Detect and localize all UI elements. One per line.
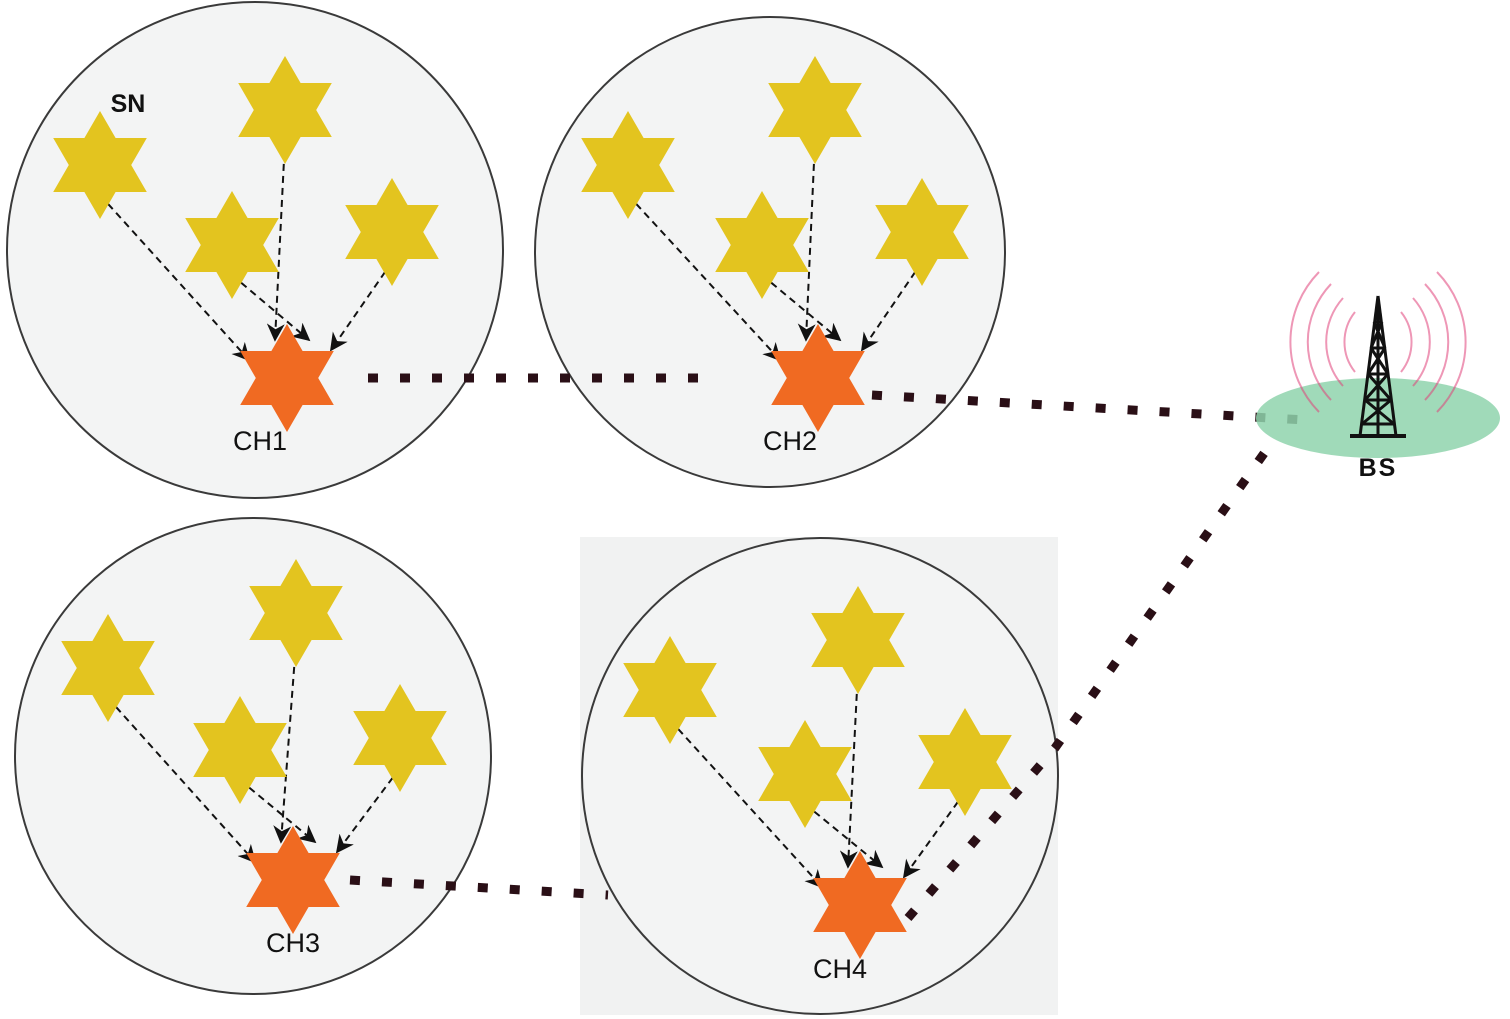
cluster-1-arrow-1 bbox=[99, 194, 251, 362]
sensor-node-icon bbox=[185, 191, 279, 299]
cluster-2-arrow-3 bbox=[761, 274, 842, 342]
sensor-node-icon bbox=[623, 636, 717, 744]
cell-tower-icon bbox=[1350, 295, 1406, 438]
sensor-node-icon bbox=[918, 708, 1012, 816]
sensor-node-icon bbox=[345, 178, 439, 286]
sensor-node-icon bbox=[811, 586, 905, 694]
sensor-node-icon bbox=[715, 191, 809, 299]
sensor-node-icon bbox=[758, 720, 852, 828]
sensor-node-icon bbox=[238, 56, 332, 164]
cluster-3-arrow-3 bbox=[239, 779, 317, 844]
link-ch4-bs bbox=[904, 442, 1274, 921]
signal-waves-icon bbox=[1289, 271, 1467, 413]
cluster-1-arrow-4 bbox=[329, 261, 393, 352]
cluster-2-arrow-1 bbox=[627, 194, 782, 362]
cluster-3-arrow-4 bbox=[335, 767, 401, 854]
cluster-head-icon bbox=[771, 324, 865, 432]
sensor-node-icon bbox=[581, 111, 675, 219]
cluster-4-arrow-3 bbox=[804, 803, 884, 869]
sensor-node-icon bbox=[53, 111, 147, 219]
base-station-label: BS bbox=[1359, 454, 1398, 482]
sensor-node-label: SN bbox=[111, 90, 146, 118]
sensor-node-icon bbox=[61, 614, 155, 722]
sensor-node-icon bbox=[768, 56, 862, 164]
sensor-node-icon bbox=[875, 178, 969, 286]
cluster-2: CH2 bbox=[534, 16, 1006, 488]
cluster-head-label: CH3 bbox=[266, 928, 320, 958]
cluster-4: CH4 bbox=[581, 537, 1059, 1015]
cluster-head-icon bbox=[246, 826, 340, 934]
link-ch2-bs bbox=[871, 390, 1306, 425]
cluster-3: CH3 bbox=[14, 517, 492, 995]
cluster-4-arrow-4 bbox=[902, 791, 966, 879]
cluster-head-label: CH4 bbox=[813, 954, 867, 984]
cluster-1-arrow-3 bbox=[231, 274, 311, 342]
cluster-head-icon bbox=[240, 324, 334, 432]
sensor-node-icon bbox=[249, 559, 343, 667]
cluster-head-label: CH1 bbox=[233, 426, 287, 456]
sensor-node-icon bbox=[353, 684, 447, 792]
cluster-head-label: CH2 bbox=[763, 426, 817, 456]
cluster-1-arrow-2 bbox=[266, 139, 286, 342]
cluster-3-arrow-1 bbox=[107, 697, 257, 864]
link-ch3-ch4 bbox=[349, 875, 609, 900]
cluster-head-icon bbox=[813, 851, 907, 959]
base-station: BS bbox=[1256, 271, 1500, 482]
cluster-4-arrow-2 bbox=[839, 669, 859, 869]
cluster-2-arrow-4 bbox=[860, 261, 923, 352]
cluster-3-arrow-2 bbox=[273, 642, 297, 844]
sensor-node-icon bbox=[193, 696, 287, 804]
cluster-1: CH1 SN bbox=[6, 1, 504, 499]
cluster-2-arrow-2 bbox=[797, 139, 816, 342]
links-layer bbox=[349, 373, 1306, 921]
cluster-4-arrow-1 bbox=[669, 719, 824, 889]
